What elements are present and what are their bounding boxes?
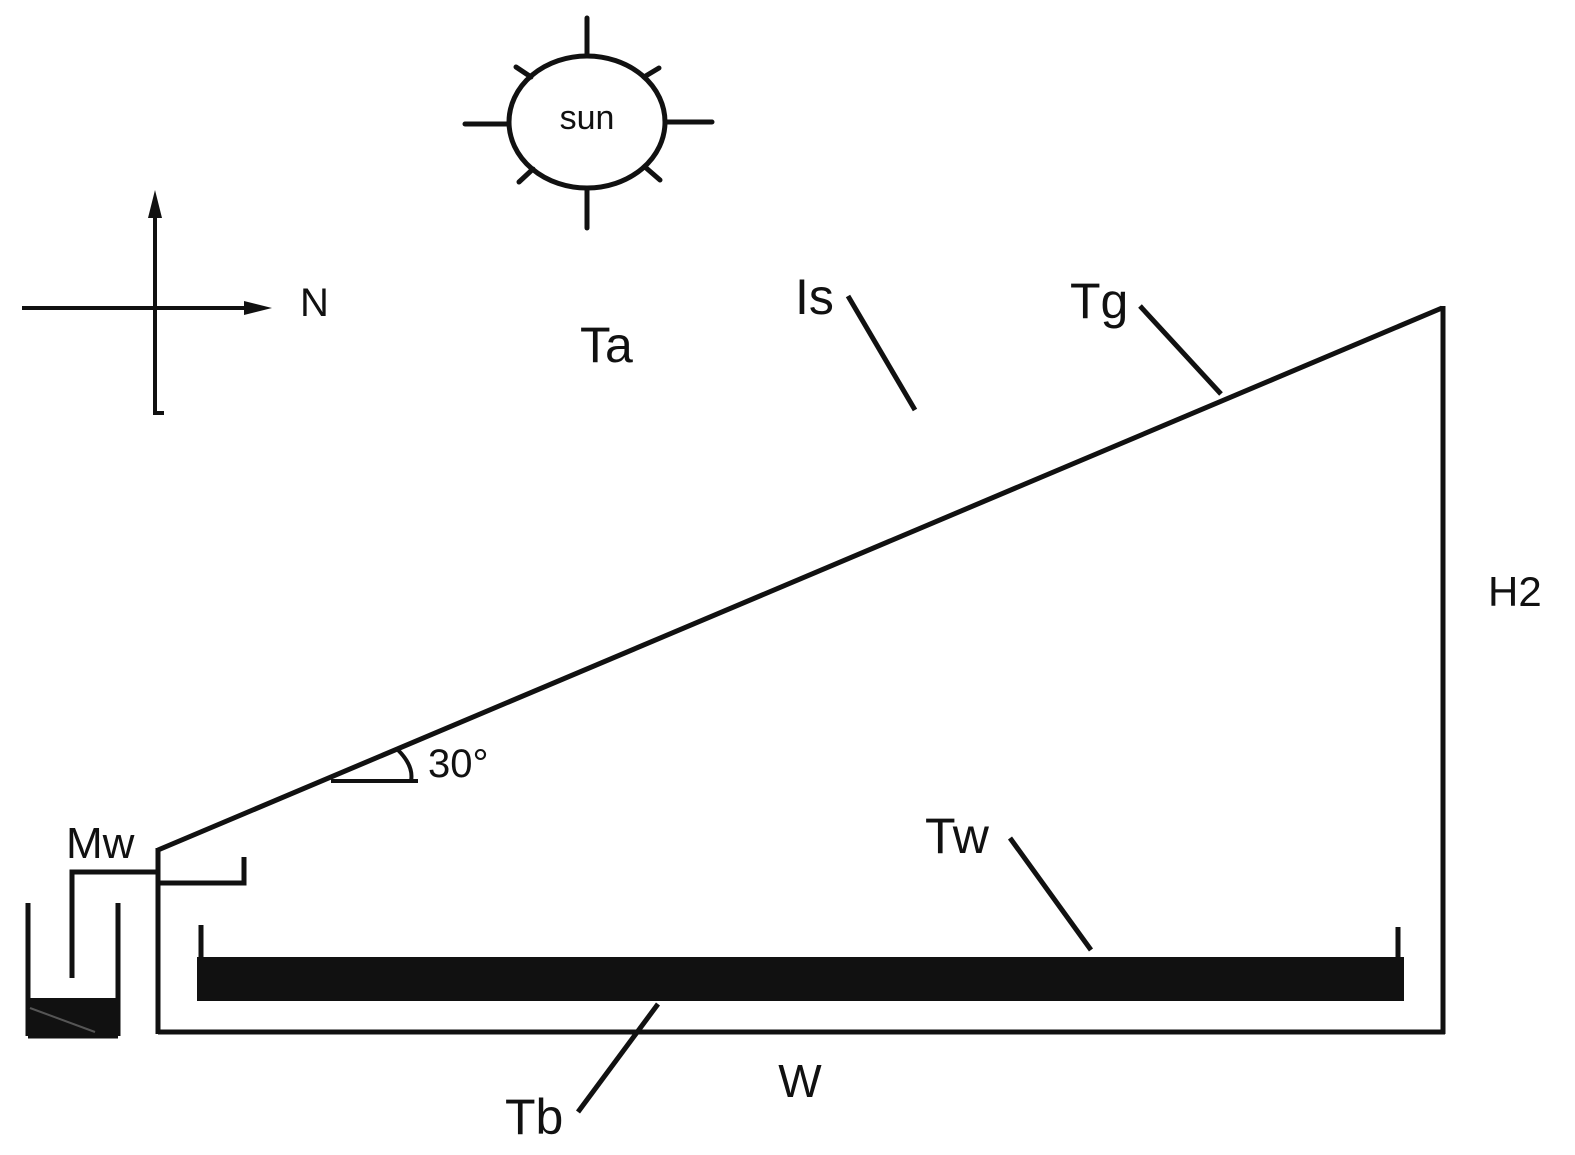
- tilt-angle-marker: [331, 748, 418, 783]
- sun-icon: [462, 15, 715, 231]
- glass-temp-leader: [1138, 304, 1223, 396]
- collection-jar: [25, 869, 158, 1039]
- distillate-label: Mw: [66, 819, 135, 868]
- solar-irradiance-label: Is: [795, 269, 834, 325]
- distillate-outlet: [158, 857, 247, 886]
- glass-temp-label: Tg: [1070, 273, 1128, 329]
- width-label: W: [778, 1055, 822, 1107]
- sun-label: sun: [560, 99, 615, 137]
- still-body: [155, 305, 1446, 1035]
- north-label: N: [300, 281, 329, 325]
- tilt-angle-label: 30°: [428, 742, 489, 786]
- water-temp-label: Tw: [925, 808, 990, 864]
- basin-temp-label: Tb: [505, 1089, 563, 1145]
- water-temp-leader: [1007, 836, 1094, 952]
- compass-icon: [22, 190, 272, 415]
- basin: [197, 925, 1404, 1001]
- irradiance-arrow: [845, 294, 918, 412]
- ambient-temp-label: Ta: [580, 317, 633, 373]
- basin-temp-leader: [575, 1002, 661, 1114]
- height-label: H2: [1488, 568, 1542, 615]
